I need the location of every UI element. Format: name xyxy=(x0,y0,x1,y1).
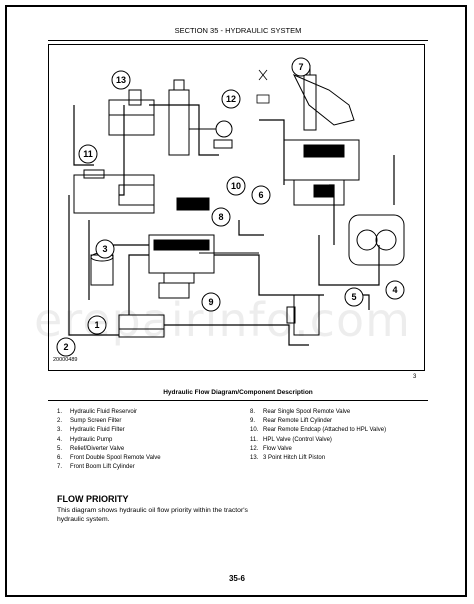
callout-13: 13 xyxy=(111,70,131,90)
legend-list-left: 1.Hydraulic Fluid Reservoir 2.Sump Scree… xyxy=(57,408,161,472)
diagram-drawing: 13 12 11 10 9 8 7 6 5 4 3 2 1 xyxy=(56,57,405,357)
section-title: FLOW PRIORITY xyxy=(57,494,129,504)
hydraulic-diagram: 13 12 11 10 9 8 7 6 5 4 3 2 1 xyxy=(48,44,425,371)
legend-item: 1.Hydraulic Fluid Reservoir xyxy=(57,409,138,415)
legend-item: 8.Rear Single Spool Remote Valve xyxy=(250,409,351,415)
callout-9: 9 xyxy=(201,292,221,312)
legend-item: 12.Flow Valve xyxy=(250,445,292,452)
svg-text:4: 4 xyxy=(392,285,397,295)
legend-item: 4.Hydraulic Pump xyxy=(57,436,113,443)
legend-item: 3.Hydraulic Fluid Filter xyxy=(57,427,125,434)
svg-text:8: 8 xyxy=(218,212,223,222)
legend-item: 6.Front Double Spool Remote Valve xyxy=(57,455,161,462)
callout-2: 2 xyxy=(56,337,76,357)
callout-7: 7 xyxy=(291,57,311,77)
callout-6: 6 xyxy=(251,185,271,205)
figure-caption: Hydraulic Flow Diagram/Component Descrip… xyxy=(163,389,313,396)
figure-number: 3 xyxy=(413,374,417,380)
line-left-upper xyxy=(73,105,94,166)
legend-list-right: 8.Rear Single Spool Remote Valve 9.Rear … xyxy=(250,408,386,463)
svg-text:10: 10 xyxy=(231,181,241,191)
callout-group: 13 12 11 10 9 8 7 6 5 4 3 2 1 xyxy=(56,57,405,357)
callout-12: 12 xyxy=(221,89,241,109)
svg-text:9: 9 xyxy=(208,297,213,307)
svg-text:7: 7 xyxy=(298,62,303,72)
svg-text:11: 11 xyxy=(83,149,93,159)
legend-item: 13.3 Point Hitch Lift Piston xyxy=(250,455,326,462)
callout-4: 4 xyxy=(385,280,405,300)
legend-item: 7.Front Boom Lift Cylinder xyxy=(57,464,135,471)
legend-item: 10.Rear Remote Endcap (Attached to HPL V… xyxy=(250,427,387,434)
header-rule xyxy=(48,40,428,41)
svg-text:1: 1 xyxy=(94,320,99,330)
svg-text:12: 12 xyxy=(226,94,236,104)
svg-text:3: 3 xyxy=(102,244,107,254)
figure-code: 20000489 xyxy=(53,357,78,363)
callout-10: 10 xyxy=(226,176,246,196)
section-header: SECTION 35 - HYDRAULIC SYSTEM xyxy=(174,26,302,35)
callout-8: 8 xyxy=(211,207,231,227)
page-number: 35-6 xyxy=(228,574,245,583)
callout-1: 1 xyxy=(87,315,107,335)
section-body: This diagram shows hydraulic oil flow pr… xyxy=(57,507,248,523)
svg-text:13: 13 xyxy=(116,75,126,85)
svg-text:6: 6 xyxy=(258,190,263,200)
watermark: erepairinfo.com xyxy=(34,293,411,347)
legend-item: 11.HPL Valve (Control Valve) xyxy=(250,436,332,443)
callout-3: 3 xyxy=(95,239,115,259)
caption-rule xyxy=(48,400,428,401)
legend-item: 9.Rear Remote Lift Cylinder xyxy=(250,418,333,425)
legend-item: 2.Sump Screen Filter xyxy=(57,418,122,425)
callout-11: 11 xyxy=(78,144,98,164)
svg-text:2: 2 xyxy=(63,342,68,352)
callout-5: 5 xyxy=(344,287,364,307)
svg-text:5: 5 xyxy=(351,292,356,302)
legend-item: 5.Relief/Diverter Valve xyxy=(57,445,125,452)
